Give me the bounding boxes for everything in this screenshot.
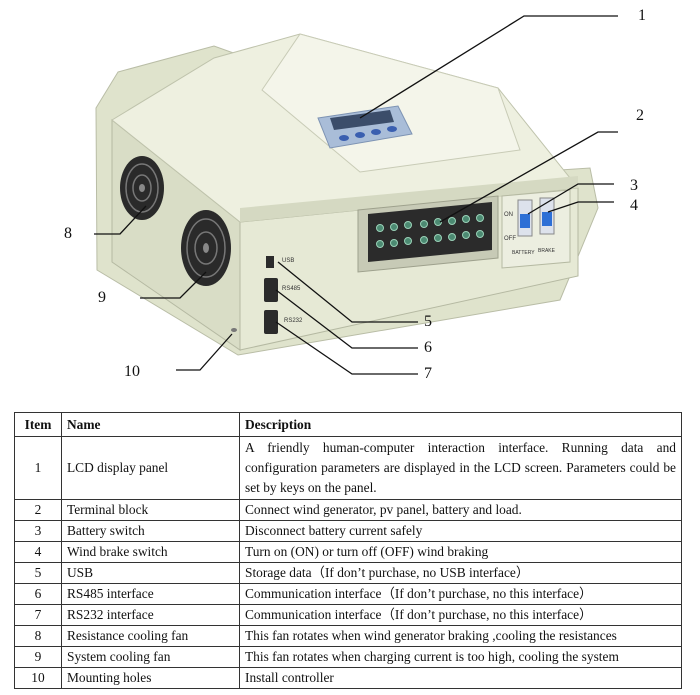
table-row: 4 Wind brake switch Turn on (ON) or turn…: [14, 541, 682, 563]
row-item: 4: [14, 541, 62, 563]
system-cooling-fan: [181, 210, 231, 286]
row-name: Wind brake switch: [61, 541, 240, 563]
wind-brake-switch[interactable]: [542, 212, 552, 226]
brake-label: BRAKE: [538, 248, 556, 254]
resistance-cooling-fan: [120, 156, 164, 220]
row-item: 6: [14, 583, 62, 605]
row-description: This fan rotates when charging current i…: [239, 646, 682, 668]
header-name: Name: [61, 412, 240, 437]
callout-2: 2: [636, 107, 644, 124]
row-name: System cooling fan: [61, 646, 240, 668]
callout-5: 5: [424, 313, 432, 330]
mounting-hole: [231, 328, 237, 332]
switch-panel: [501, 189, 571, 269]
rs232-label: RS232: [284, 318, 303, 324]
row-name: Battery switch: [61, 520, 240, 542]
callout-10: 10: [124, 363, 140, 380]
table-row: 6 RS485 interface Communication interfac…: [14, 583, 682, 605]
terminal-screws: [376, 214, 484, 248]
row-description: Communication interface（If don’t purchas…: [239, 604, 682, 626]
callout-1: 1: [638, 7, 646, 24]
row-item: 7: [14, 604, 62, 626]
lcd-key: [339, 135, 349, 141]
usb-label: USB: [282, 258, 294, 264]
table-row: 5 USB Storage data（If don’t purchase, no…: [14, 562, 682, 584]
battery-switch[interactable]: [520, 214, 530, 228]
row-item: 8: [14, 625, 62, 647]
callout-7: 7: [424, 365, 432, 382]
table-row: 8 Resistance cooling fan This fan rotate…: [14, 625, 682, 647]
callout-9: 9: [98, 289, 106, 306]
table-row: 9 System cooling fan This fan rotates wh…: [14, 646, 682, 668]
battery-label: BATTERY: [512, 250, 535, 256]
row-item: 1: [14, 436, 62, 500]
row-name: Mounting holes: [61, 667, 240, 689]
housing-front-lip: [240, 176, 578, 222]
row-description: A friendly human-computer interaction in…: [239, 436, 682, 500]
controller-figure: ON OFF BATTERY BRAKE USB RS485 RS232 1 2…: [64, 7, 646, 382]
table-row: 1 LCD display panel A friendly human-com…: [14, 436, 682, 500]
table-row: 7 RS232 interface Communication interfac…: [14, 604, 682, 626]
row-name: RS485 interface: [61, 583, 240, 605]
off-label: OFF: [504, 236, 516, 242]
header-description: Description: [239, 412, 682, 437]
callout-4: 4: [630, 197, 638, 214]
usb-port[interactable]: [266, 256, 274, 268]
lcd-screen: [330, 110, 394, 130]
rs485-port[interactable]: [264, 278, 278, 302]
row-item: 5: [14, 562, 62, 584]
terminal-block: [368, 202, 492, 262]
row-description: Storage data（If don’t purchase, no USB i…: [239, 562, 682, 584]
callout-3: 3: [630, 177, 638, 194]
row-description: Disconnect battery current safely: [239, 520, 682, 542]
rs232-port[interactable]: [264, 310, 278, 334]
row-item: 10: [14, 667, 62, 689]
parts-table: Item Name Description 1 LCD display pane…: [14, 412, 682, 689]
row-description: Communication interface（If don’t purchas…: [239, 583, 682, 605]
row-name: Resistance cooling fan: [61, 625, 240, 647]
lcd-key: [371, 129, 381, 135]
callout-8: 8: [64, 225, 72, 242]
table-header-row: Item Name Description: [14, 412, 682, 437]
row-item: 9: [14, 646, 62, 668]
rs485-label: RS485: [282, 286, 301, 292]
controller-illustration: ON OFF BATTERY BRAKE USB RS485 RS232: [94, 15, 618, 375]
row-name: RS232 interface: [61, 604, 240, 626]
row-description: This fan rotates when wind generator bra…: [239, 625, 682, 647]
table-row: 2 Terminal block Connect wind generator,…: [14, 499, 682, 521]
row-name: LCD display panel: [61, 436, 240, 500]
on-label: ON: [504, 212, 513, 218]
row-name: Terminal block: [61, 499, 240, 521]
lcd-key: [355, 132, 365, 138]
row-item: 2: [14, 499, 62, 521]
leader-lines: [94, 15, 618, 375]
row-description: Install controller: [239, 667, 682, 689]
table-row: 3 Battery switch Disconnect battery curr…: [14, 520, 682, 542]
lcd-key: [387, 126, 397, 132]
header-item: Item: [14, 412, 62, 437]
table-row: 10 Mounting holes Install controller: [14, 667, 682, 689]
row-name: USB: [61, 562, 240, 584]
callout-6: 6: [424, 339, 432, 356]
row-description: Connect wind generator, pv panel, batter…: [239, 499, 682, 521]
row-description: Turn on (ON) or turn off (OFF) wind brak…: [239, 541, 682, 563]
row-item: 3: [14, 520, 62, 542]
